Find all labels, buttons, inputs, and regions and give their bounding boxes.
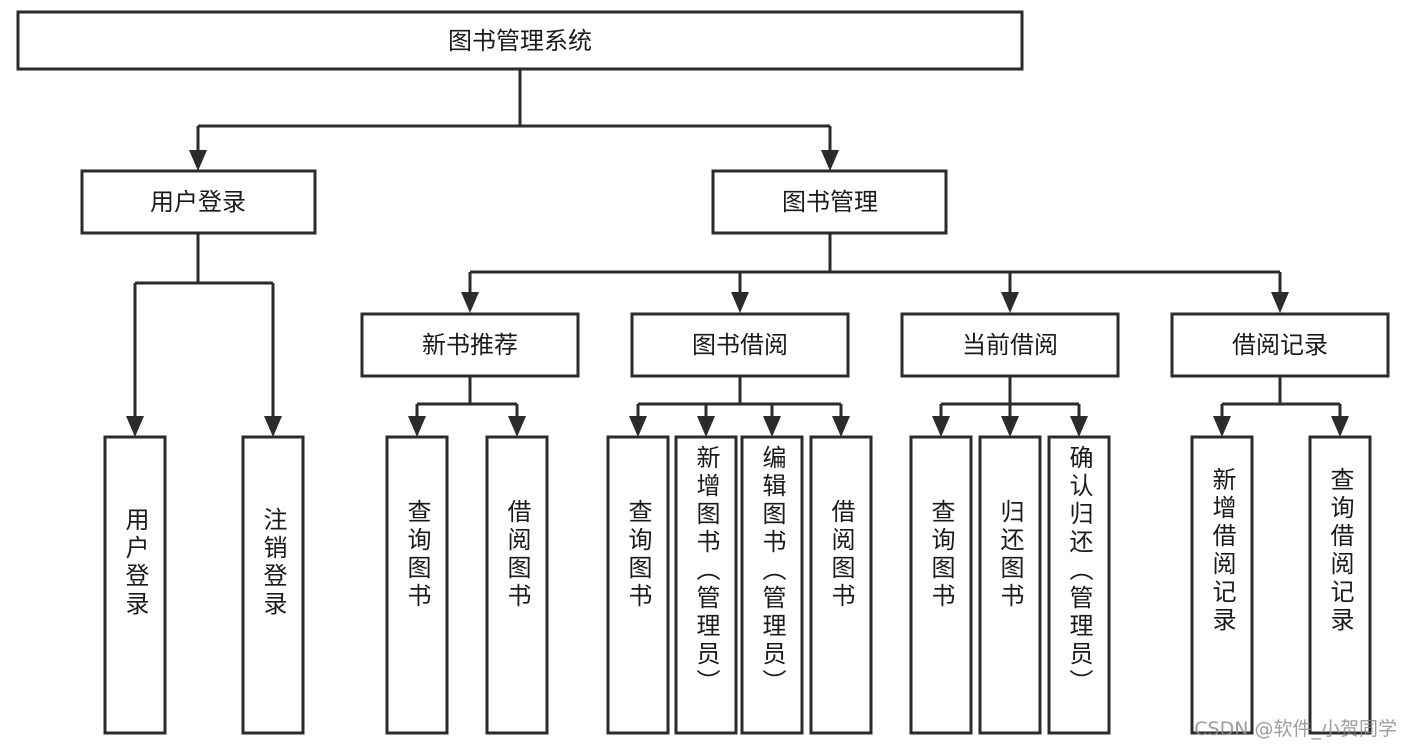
node-new-book-recommend-box[interactable] <box>360 312 580 378</box>
node-borrow-record-box[interactable] <box>1170 312 1390 378</box>
arrowhead-book-management <box>821 150 839 171</box>
arrowhead-book-borrow <box>731 292 749 313</box>
node-leaf-query-book-3-box[interactable] <box>909 435 973 735</box>
node-book-borrow-label: 图书借阅 <box>692 331 788 359</box>
arrowhead-leaf-user-login <box>126 416 144 437</box>
arrowhead-leaf-borrow-book-1 <box>508 416 526 437</box>
node-book-borrow-box[interactable] <box>630 312 850 378</box>
node-current-borrow[interactable]: 当前借阅 <box>900 312 1120 378</box>
node-book-borrow[interactable]: 图书借阅 <box>630 312 850 378</box>
node-user-login-box[interactable] <box>80 169 317 235</box>
arrowhead-leaf-query-book-2 <box>629 416 647 437</box>
node-user-login[interactable]: 用户登录 <box>80 169 317 235</box>
arrowhead-borrow-record <box>1271 292 1289 313</box>
connector-group-borrow-record-to-leaves <box>1213 376 1349 437</box>
node-leaf-query-book-2-box[interactable] <box>606 435 670 735</box>
arrowhead-leaf-return-book <box>1001 416 1019 437</box>
arrowhead-leaf-logout <box>264 416 282 437</box>
node-leaf-borrow-book-1-box[interactable] <box>485 435 549 735</box>
node-leaf-user-login-box[interactable] <box>103 435 167 735</box>
connector-group-root-to-level2 <box>189 69 839 171</box>
node-current-borrow-box[interactable] <box>900 312 1120 378</box>
node-root-box[interactable] <box>16 10 1024 71</box>
arrowhead-leaf-query-record <box>1331 416 1349 437</box>
node-new-book-recommend[interactable]: 新书推荐 <box>360 312 580 378</box>
node-leaf-confirm-return-box[interactable] <box>1047 435 1111 735</box>
connector-group-user-login-to-leaves <box>126 234 282 437</box>
arrowhead-leaf-confirm-return <box>1070 416 1088 437</box>
node-leaf-add-record-box[interactable] <box>1190 435 1254 735</box>
node-leaf-add-book-box[interactable] <box>674 435 738 735</box>
arrowhead-leaf-query-book-3 <box>932 416 950 437</box>
node-root-label: 图书管理系统 <box>448 27 592 55</box>
node-leaf-query-book-1-box[interactable] <box>385 435 449 735</box>
arrowhead-leaf-borrow-book-2 <box>832 416 850 437</box>
node-book-management-box[interactable] <box>711 169 948 235</box>
connector-group-current-borrow-to-leaves <box>932 376 1088 437</box>
node-current-borrow-label: 当前借阅 <box>962 331 1058 359</box>
node-leaf-query-record-box[interactable] <box>1308 435 1372 735</box>
arrowhead-leaf-edit-book <box>763 416 781 437</box>
connector-group-book-borrow-to-leaves <box>629 376 850 437</box>
node-leaf-edit-book-box[interactable] <box>740 435 804 735</box>
node-new-book-recommend-label: 新书推荐 <box>422 331 518 359</box>
connector-group-new-book-recommend-to-leaves <box>408 376 526 437</box>
node-leaf-return-book-box[interactable] <box>978 435 1042 735</box>
node-leaf-logout-box[interactable] <box>241 435 305 735</box>
node-leaf-borrow-book-2-box[interactable] <box>809 435 873 735</box>
connector-group-book-management-to-level3 <box>461 234 1289 313</box>
node-borrow-record-label: 借阅记录 <box>1232 331 1328 359</box>
arrowhead-user-login <box>189 150 207 171</box>
arrowhead-current-borrow <box>1001 292 1019 313</box>
arrowhead-leaf-add-record <box>1213 416 1231 437</box>
arrowhead-leaf-query-book-1 <box>408 416 426 437</box>
node-book-management-label: 图书管理 <box>782 188 878 216</box>
arrowhead-new-book-recommend <box>461 292 479 313</box>
node-user-login-label: 用户登录 <box>150 188 246 216</box>
node-borrow-record[interactable]: 借阅记录 <box>1170 312 1390 378</box>
arrowhead-leaf-add-book <box>697 416 715 437</box>
node-root[interactable]: 图书管理系统 <box>16 10 1024 71</box>
node-book-management[interactable]: 图书管理 <box>711 169 948 235</box>
